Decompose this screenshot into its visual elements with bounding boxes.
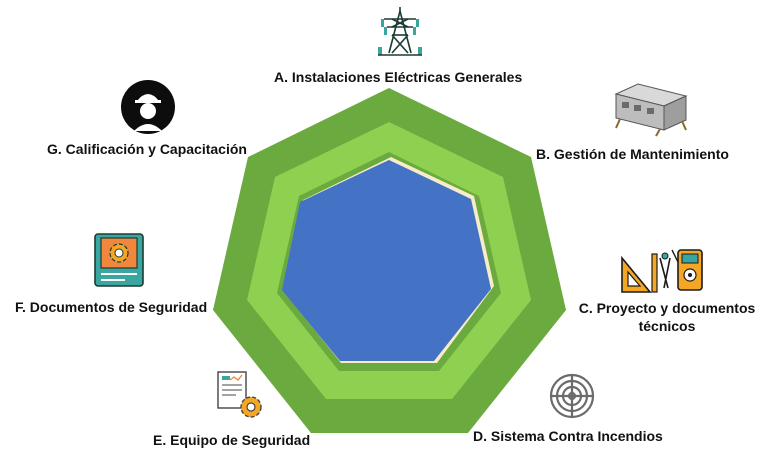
label-g-calificacion: G. Calificación y Capacitación: [47, 141, 247, 157]
label-a-instalaciones: A. Instalaciones Eléctricas Generales: [274, 69, 523, 85]
spiral-sprinkler-icon: [549, 373, 595, 419]
drafting-tools-multimeter-icon: [621, 249, 703, 293]
document-gear-icon: [217, 371, 262, 418]
data-polygon: [282, 160, 491, 361]
worker-helmet-icon: [121, 80, 175, 134]
label-f-documentos: F. Documentos de Seguridad: [15, 299, 208, 315]
label-b-mantenimiento: B. Gestión de Mantenimiento: [536, 146, 729, 162]
label-d-incendios: D. Sistema Contra Incendios: [473, 428, 663, 444]
manual-gear-icon: [94, 233, 144, 287]
label-e-equipo: E. Equipo de Seguridad: [153, 432, 311, 448]
label-c-proyecto: C. Proyecto y documentos técnicos: [572, 299, 762, 335]
power-tower-icon: [378, 7, 422, 56]
label-c-line1: C. Proyecto y documentos: [578, 300, 756, 316]
portable-building-icon: [614, 83, 688, 137]
label-c-line2: técnicos: [638, 318, 696, 334]
